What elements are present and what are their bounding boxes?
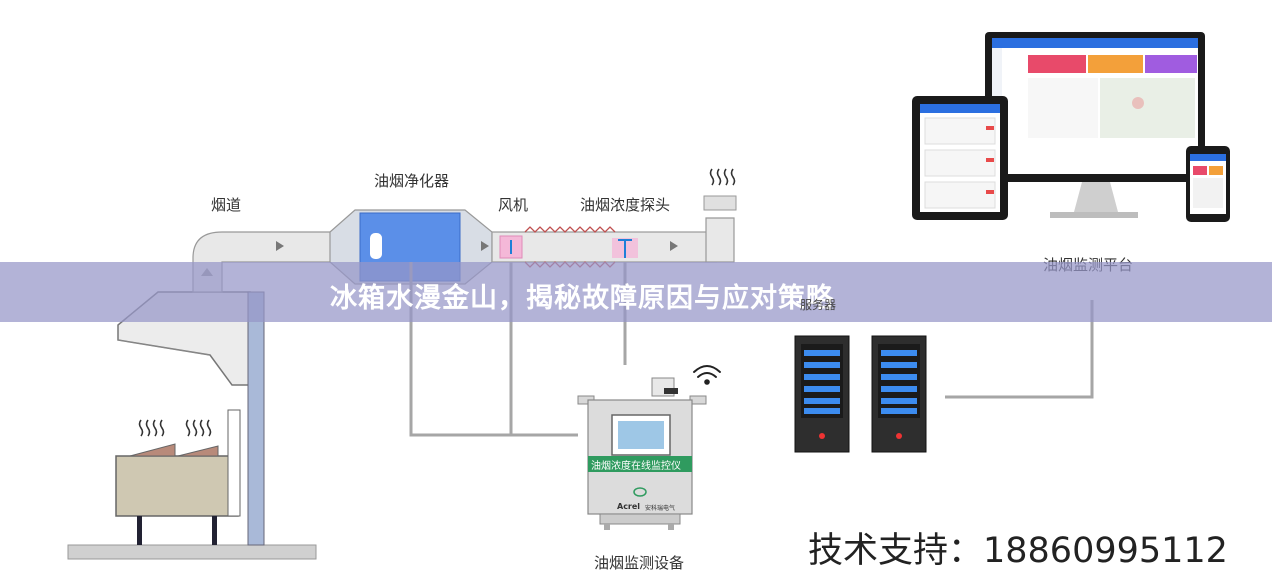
- probe-label: 油烟浓度探头: [580, 196, 671, 214]
- title-banner: [0, 262, 1272, 322]
- desktop-monitor: [985, 32, 1205, 218]
- smartphone: [1186, 146, 1230, 222]
- support-contact: 技术支持：18860995112: [808, 531, 1228, 571]
- fan-label: 风机: [498, 196, 529, 214]
- fan: [499, 235, 523, 259]
- steam-icon: [709, 168, 736, 186]
- brand-sub: 安科瑞电气: [645, 505, 676, 512]
- wifi-icon: [693, 365, 721, 385]
- duct-label: 烟道: [211, 196, 242, 214]
- ground-slab: [67, 544, 317, 560]
- concentration-probe: [612, 238, 638, 258]
- banner-title: 冰箱水漫金山，揭秘故障原因与应对策略: [330, 283, 834, 314]
- stove: [115, 409, 241, 545]
- flex-duct-top: [524, 226, 616, 233]
- server-right: [871, 335, 927, 453]
- device-label: 油烟监测设备: [594, 554, 685, 572]
- monitor-screen-label: 油烟浓度在线监控仪: [591, 461, 681, 472]
- server-left: [794, 335, 850, 453]
- brand-logo: Acrel: [617, 502, 641, 511]
- tablet: [912, 96, 1008, 220]
- purifier-label: 油烟净化器: [374, 172, 450, 190]
- monitoring-device: [577, 377, 707, 530]
- vertical-flue: [247, 291, 265, 546]
- server-label: 服务器: [800, 298, 837, 312]
- steam-icon: [138, 419, 212, 437]
